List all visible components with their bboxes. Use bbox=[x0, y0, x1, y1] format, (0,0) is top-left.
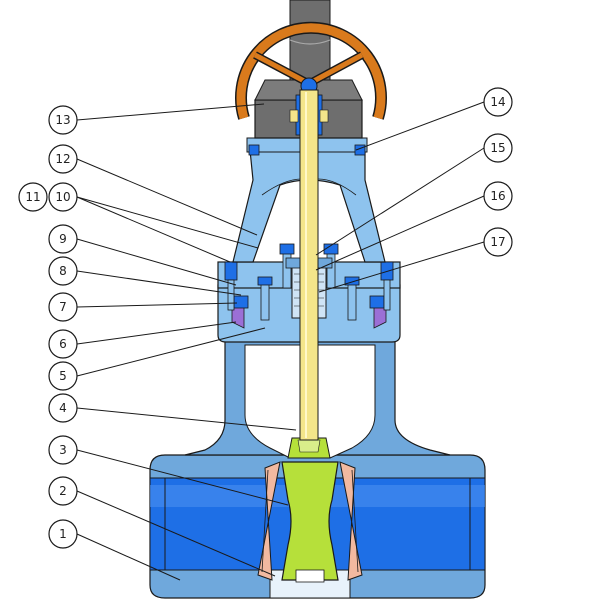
svg-text:6: 6 bbox=[59, 337, 67, 351]
callout-5: 5 bbox=[48, 361, 78, 391]
svg-text:14: 14 bbox=[490, 95, 505, 109]
svg-text:11: 11 bbox=[25, 190, 40, 204]
svg-text:5: 5 bbox=[59, 369, 67, 383]
callout-9: 9 bbox=[48, 224, 78, 254]
svg-text:10: 10 bbox=[55, 190, 70, 204]
callout-8: 8 bbox=[48, 256, 78, 286]
callout-12: 12 bbox=[48, 144, 78, 174]
svg-text:16: 16 bbox=[490, 189, 505, 203]
callout-13: 13 bbox=[48, 105, 78, 135]
callout-14: 14 bbox=[483, 87, 513, 117]
callouts: 1 2 3 4 5 6 7 8 9 10 11 12 13 14 15 16 1… bbox=[18, 87, 513, 549]
callout-3: 3 bbox=[48, 435, 78, 465]
callout-15: 15 bbox=[483, 133, 513, 163]
stem-wedge-connector bbox=[287, 437, 331, 459]
callout-4: 4 bbox=[48, 393, 78, 423]
callout-17: 17 bbox=[483, 227, 513, 257]
leader-lines bbox=[76, 101, 485, 581]
svg-text:1: 1 bbox=[59, 527, 67, 541]
callout-7: 7 bbox=[48, 292, 78, 322]
callout-16: 16 bbox=[483, 181, 513, 211]
callout-2: 2 bbox=[48, 476, 78, 506]
seat-rings bbox=[257, 461, 363, 581]
svg-text:7: 7 bbox=[59, 300, 67, 314]
callout-6: 6 bbox=[48, 329, 78, 359]
svg-text:8: 8 bbox=[59, 264, 67, 278]
svg-text:3: 3 bbox=[59, 443, 67, 457]
svg-text:4: 4 bbox=[59, 401, 67, 415]
stem bbox=[299, 89, 319, 441]
bonnet-bolts bbox=[224, 261, 394, 321]
svg-text:12: 12 bbox=[55, 152, 70, 166]
svg-text:9: 9 bbox=[59, 232, 67, 246]
svg-text:15: 15 bbox=[490, 141, 505, 155]
svg-text:17: 17 bbox=[490, 235, 505, 249]
callout-11: 11 bbox=[18, 182, 48, 212]
callout-10: 10 bbox=[48, 182, 78, 212]
gate-wedge bbox=[281, 461, 339, 583]
handwheel bbox=[235, 21, 387, 120]
callout-1: 1 bbox=[48, 519, 78, 549]
svg-text:13: 13 bbox=[55, 113, 70, 127]
svg-text:2: 2 bbox=[59, 484, 67, 498]
